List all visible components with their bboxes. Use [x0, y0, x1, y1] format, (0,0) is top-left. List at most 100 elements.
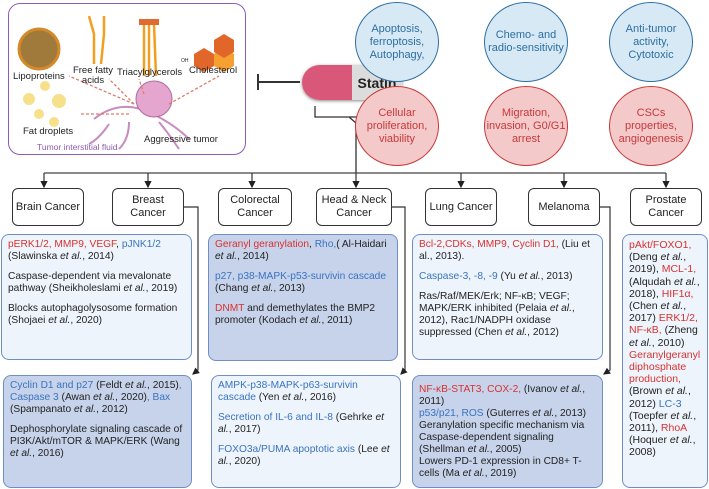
citation-text: et al. — [60, 251, 83, 262]
fluid-label: Tumor interstitial fluid — [37, 142, 118, 152]
tumor-illustration — [17, 15, 234, 150]
citation-text: Caspase-dependent via mevalonate pathway… — [8, 271, 172, 294]
citation-text: et al. — [560, 384, 583, 395]
activated-target: Rho, — [314, 239, 337, 250]
finding-text: Secretion of IL-6 and IL-8 (Gehrke et al… — [218, 412, 394, 436]
box-prostate: pAkt/FOXO1, (Deng et al., 2019), MCL-1, … — [622, 234, 708, 488]
finding-text: Lowers PD-1 expression in CD8+ T-cells (… — [419, 456, 596, 480]
citation-text: , 2013) — [273, 283, 306, 294]
activated-target: pJNK1/2 — [121, 239, 161, 250]
activated-target: , Caspase 3 — [10, 380, 182, 403]
inhibited-target: Geranylgeranyl diphosphate production, — [629, 348, 701, 386]
finding-text: NF-κB-STAT3, COX-2, (Ivanov et al., 2011… — [419, 384, 596, 408]
triacylglycerols-label: Triacylglycerols — [117, 67, 183, 78]
fatty-acid-icon — [87, 15, 106, 65]
activated-target: FOXO3a/PUMA apoptotic axis — [218, 444, 356, 455]
activated-target: LC-3 — [658, 397, 682, 410]
citation-text: (Yen — [255, 392, 283, 403]
activated-target: , Bax — [146, 392, 171, 403]
citation-text: , 2011) — [419, 384, 586, 407]
activated-target: AMPK-p38-MAPK-p63-survivin cascade — [218, 380, 358, 403]
citation-text: , 2012), Rac1/NADPH oxidase suppressed (… — [419, 303, 575, 338]
effect-promoted: Chemo- and radio-sensitivity — [484, 2, 568, 82]
citation-text: Dephosphorylate signaling cascade of PI3… — [10, 424, 183, 447]
citation-text: , 2020) — [228, 456, 261, 467]
citation-text: , 2005) — [489, 444, 522, 455]
citation-text: et al. — [669, 434, 693, 447]
tumor-fluid-panel: Lipoproteins Free fatty acids Triacylgly… — [8, 3, 246, 155]
finding-text: Caspase-dependent via mevalonate pathway… — [8, 271, 185, 295]
finding-text: Bcl-2,CDKs, MMP9, Cyclin D1, (Liu et al.… — [419, 239, 596, 263]
header-melanoma: Melanoma — [528, 188, 600, 226]
citation-text: (Ivanov — [521, 384, 561, 395]
cholesterol-icon — [194, 34, 234, 72]
fat-droplets-label: Fat droplets — [23, 126, 74, 137]
citation-text: , 2020) — [115, 392, 147, 403]
box-colorectal: Geranyl geranylation, Rho,( Al-Haidari e… — [208, 234, 398, 361]
citation-text: , 2017) — [228, 424, 261, 435]
finding-text: Geranyl geranylation, Rho,( Al-Haidari e… — [215, 239, 391, 263]
citation-text: et al. — [660, 300, 684, 313]
citation-text: , 2010) — [651, 336, 685, 349]
oh-label: OH — [181, 58, 189, 64]
header-head-neck-cancer: Head & Neck Cancer — [316, 188, 392, 226]
citation-text: (Guterres — [483, 408, 533, 419]
cholesterol-label: Cholesterol — [189, 65, 238, 76]
citation-text: et al. — [462, 468, 485, 479]
citation-text: Ras/Raf/MEK/Erk; NF-κB; VEGF; MAPK/ERK i… — [419, 291, 570, 314]
effect-promoted: Apoptosis, ferroptosis, Autophagy, — [355, 2, 439, 82]
citation-text: , 2008) — [629, 434, 696, 459]
citation-text: et al. — [218, 444, 390, 467]
header-lung-cancer: Lung Cancer — [425, 188, 497, 226]
citation-text: et al. — [215, 251, 238, 262]
inhibited-target: RhoA — [660, 422, 687, 435]
citation-text: , — [309, 239, 315, 250]
header-brain-cancer: Brain Cancer — [12, 188, 84, 226]
citation-text: , 2011), — [629, 409, 697, 435]
citation-text: (Spampanato — [10, 404, 74, 415]
citation-text: Blocks autophagolysosome formation (Shoj… — [8, 303, 178, 326]
effect-inhibited: CSCs properties, angiogenesis — [609, 86, 693, 166]
citation-text: , 2014) — [237, 251, 269, 262]
citation-text: et al. — [299, 315, 322, 326]
citation-text: (Chen — [629, 300, 661, 313]
citation-text: et al. — [660, 251, 684, 264]
fat-droplet-icon — [23, 81, 66, 127]
citation-text: et al. — [549, 303, 572, 314]
citation-text: (Zheng — [661, 324, 698, 337]
finding-text: DNMT and demethylates the BMP2 promoter … — [215, 303, 391, 327]
inhibited-target: MCL-1, — [661, 263, 697, 276]
aggressive-tumor-label: Aggressive tumor — [144, 134, 218, 145]
inhibited-target: DNMT — [215, 303, 245, 314]
inhibited-target: HIF1α, — [661, 287, 694, 300]
citation-text: et al. — [629, 336, 652, 349]
inhibited-target: NF-κB-STAT3, COX-2, — [419, 384, 522, 395]
citation-text: (Slawinska — [8, 251, 61, 262]
lipoprotein-icon — [17, 27, 61, 71]
citation-text: (Feldt — [93, 380, 125, 391]
finding-text: Ras/Raf/MEK/Erk; NF-κB; VEGF; MAPK/ERK i… — [419, 291, 596, 339]
citation-text: , 2019) — [145, 283, 178, 294]
activated-target: Secretion of IL-6 and IL-8 — [218, 412, 333, 423]
box-brain: pERK1/2, MMP9, VEGF, pJNK1/2 (Slawinska … — [1, 234, 192, 360]
citation-text: Lowers PD-1 expression in CD8+ T-cells (… — [419, 456, 582, 479]
activated-target: Cyclin D1 and p27 — [10, 380, 94, 391]
citation-text: , 2014) — [82, 251, 114, 262]
inhibited-target: pAkt/FOXO1, — [629, 239, 692, 251]
citation-text: et al. — [673, 275, 697, 288]
citation-text: (Yu — [497, 271, 519, 282]
citation-text: (Hoquer — [629, 434, 670, 447]
activated-target: Caspase-3, -8, -9 — [419, 271, 498, 282]
citation-text: et al. — [123, 283, 146, 294]
finding-text: p53/p21, ROS (Guterres et al., 2013) — [419, 408, 596, 420]
citation-text: , 2020) — [70, 315, 103, 326]
citation-text: et al. — [670, 409, 694, 422]
citation-text: , 2011) — [321, 315, 353, 326]
header-colorectal-cancer: Colorectal Cancer — [218, 188, 292, 226]
citation-text: , 2015) — [147, 380, 179, 391]
citation-text: et al. — [74, 404, 97, 415]
finding-text: FOXO3a/PUMA apoptotic axis (Lee et al., … — [218, 444, 394, 468]
finding-text: pERK1/2, MMP9, VEGF, pJNK1/2 (Slawinska … — [8, 239, 185, 263]
citation-text: et al. — [48, 315, 71, 326]
